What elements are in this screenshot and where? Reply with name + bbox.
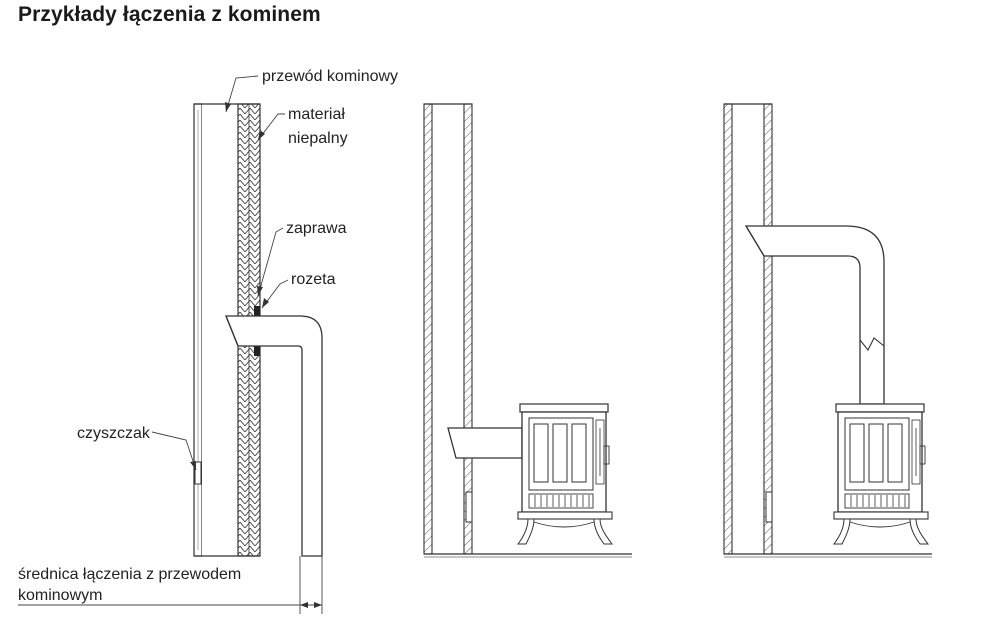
chimney-left-wall-2 bbox=[423, 103, 433, 555]
label-rosette: rozeta bbox=[291, 271, 336, 288]
label-cleanout: czyszczak bbox=[77, 425, 151, 442]
rear-connector-pipe bbox=[447, 427, 523, 459]
rosette bbox=[254, 306, 260, 316]
chimney-left-wall-3 bbox=[723, 103, 733, 555]
label-diameter-line2: kominowym bbox=[18, 587, 102, 604]
label-mortar: zaprawa bbox=[286, 220, 347, 237]
chimney-right-wall-3 bbox=[763, 103, 773, 555]
figure-top-outlet bbox=[723, 103, 932, 558]
label-diameter-line1: średnica łączenia z przewodem bbox=[18, 566, 241, 583]
material-leader bbox=[257, 113, 285, 141]
cleanout-door-3 bbox=[765, 491, 773, 523]
figure-wall-detail: przewód kominowy materiał niepalny zapra… bbox=[18, 68, 398, 614]
mortar-leader bbox=[257, 227, 284, 297]
pipe-break-mark bbox=[859, 337, 885, 352]
cleanout-door-2 bbox=[465, 491, 473, 523]
label-material-line1: materiał bbox=[288, 106, 345, 123]
chimney-right-wall-2 bbox=[463, 103, 473, 555]
rosette-leader bbox=[261, 279, 289, 309]
cleanout-leader bbox=[151, 431, 197, 471]
flue-leader bbox=[225, 75, 259, 113]
stove-2 bbox=[517, 403, 613, 545]
cleanout-door bbox=[194, 461, 202, 485]
page-title: Przykłady łączenia z kominem bbox=[18, 3, 321, 26]
stove-3 bbox=[833, 403, 929, 545]
figure-rear-outlet bbox=[423, 103, 632, 558]
label-flue: przewód kominowy bbox=[262, 68, 398, 85]
label-material-line2: niepalny bbox=[288, 130, 348, 147]
